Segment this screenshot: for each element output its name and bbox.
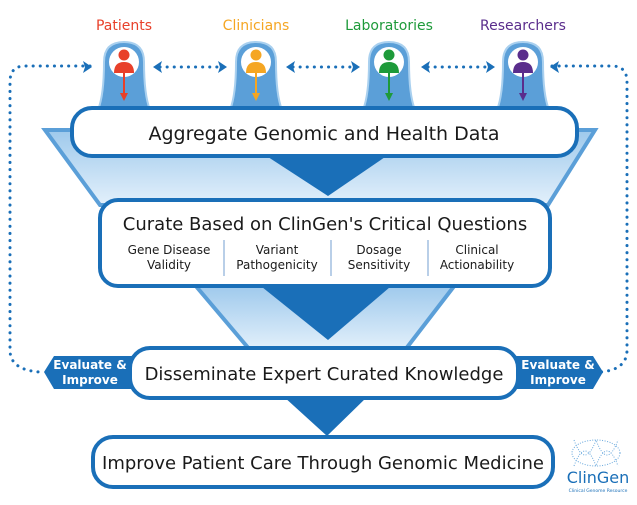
evaluate-left-1: Evaluate & xyxy=(53,358,126,372)
feedback-loop-right xyxy=(550,64,629,374)
curate-text: Curate Based on ClinGen's Critical Quest… xyxy=(123,214,527,235)
curate-box xyxy=(98,198,552,288)
logo-tagline: Clinical Genome Resource xyxy=(569,488,628,494)
evaluate-badge-right xyxy=(515,356,603,389)
stakeholder-laboratories: Laboratories xyxy=(345,18,433,111)
stakeholder-label: Laboratories xyxy=(345,18,433,34)
stakeholder-label: Clinicians xyxy=(223,18,290,34)
aggregate-text: Aggregate Genomic and Health Data xyxy=(148,123,499,145)
person-icon xyxy=(513,49,533,73)
evaluate-badge-left xyxy=(44,356,135,389)
question-dosage: Dosage xyxy=(356,243,401,257)
arrow-down-2 xyxy=(262,287,390,340)
question-variant-2: Pathogenicity xyxy=(236,258,317,272)
arrow-down-1 xyxy=(265,155,388,196)
question-dosage-2: Sensitivity xyxy=(348,258,410,272)
evaluate-right-1: Evaluate & xyxy=(521,358,594,372)
arrow-down-icon xyxy=(120,72,128,101)
arrow-down-icon xyxy=(385,72,393,101)
question-clinical-2: Actionability xyxy=(440,258,514,272)
clingen-logo: ClinGen Clinical Genome Resource xyxy=(567,438,630,494)
improve-text: Improve Patient Care Through Genomic Med… xyxy=(102,453,544,474)
disseminate-text: Disseminate Expert Curated Knowledge xyxy=(145,364,504,385)
arrow-down-3 xyxy=(283,396,368,436)
stakeholder-clinicians: Clinicians xyxy=(223,18,290,111)
improve-box xyxy=(91,435,555,489)
stakeholder-patients: Patients xyxy=(96,18,152,111)
evaluate-left-2: Improve xyxy=(62,373,118,387)
stakeholder-researchers: Researchers xyxy=(480,18,566,111)
arrow-down-icon xyxy=(519,72,527,101)
stakeholder-label: Researchers xyxy=(480,18,566,34)
stakeholder-arrows xyxy=(83,61,559,73)
critical-questions: Gene Disease Validity Variant Pathogenic… xyxy=(128,240,514,276)
aggregate-box xyxy=(70,106,579,158)
arrow-down-icon xyxy=(252,72,260,101)
question-variant: Variant xyxy=(256,243,299,257)
person-icon xyxy=(114,49,134,73)
evaluate-right-2: Improve xyxy=(530,373,586,387)
feedback-loop-left xyxy=(8,64,92,374)
question-gene-disease: Gene Disease xyxy=(128,243,211,257)
disseminate-box xyxy=(128,346,520,400)
question-gene-disease-2: Validity xyxy=(147,258,191,272)
person-icon xyxy=(379,49,399,73)
logo-name: ClinGen xyxy=(567,468,630,487)
question-clinical: Clinical xyxy=(455,243,498,257)
stakeholder-label: Patients xyxy=(96,18,152,34)
person-icon xyxy=(246,49,266,73)
